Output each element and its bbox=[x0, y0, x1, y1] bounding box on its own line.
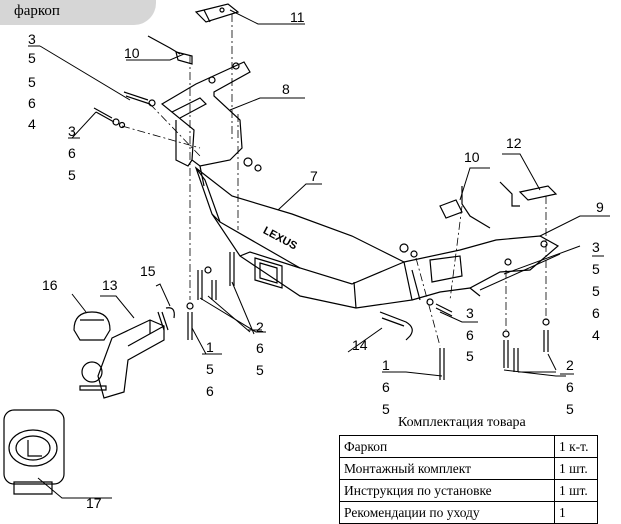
callout-10-right: 10 bbox=[464, 149, 480, 165]
callout-5: 5 bbox=[28, 50, 36, 66]
right-bolt bbox=[399, 243, 453, 317]
callout-7: 7 bbox=[310, 168, 318, 184]
callout-6: 6 bbox=[382, 379, 390, 395]
callout-8: 8 bbox=[282, 81, 290, 97]
kit-item-name: Инструкция по установке bbox=[339, 479, 555, 502]
callout-10-left: 10 bbox=[124, 45, 140, 61]
right-strap bbox=[439, 186, 491, 229]
callout-6: 6 bbox=[28, 95, 36, 111]
left-vertical-bolts bbox=[186, 252, 235, 340]
callout-3-left-upper: 3 bbox=[28, 31, 36, 47]
callout-5: 5 bbox=[256, 362, 264, 378]
callout-5: 5 bbox=[566, 401, 574, 417]
header-tab: фаркоп bbox=[0, 0, 156, 25]
kit-item-name: Фаркоп bbox=[339, 435, 555, 458]
callout-3-center: 3 bbox=[466, 305, 474, 321]
callout-11: 11 bbox=[290, 9, 305, 25]
callout-5: 5 bbox=[68, 167, 76, 183]
callout-1-left: 1 bbox=[206, 339, 214, 355]
kit-item-qty: 1 шт. bbox=[554, 457, 598, 480]
callout-3-right: 3 bbox=[592, 239, 600, 255]
callout-6: 6 bbox=[466, 327, 474, 343]
kit-item-qty: 1 bbox=[554, 501, 598, 524]
kit-item-qty: 1 шт. bbox=[554, 479, 598, 502]
callout-4: 4 bbox=[28, 116, 36, 132]
callout-6: 6 bbox=[256, 340, 264, 356]
mount-pin-clip bbox=[157, 307, 175, 331]
table-row: Инструкция по установке 1 шт. bbox=[339, 479, 598, 502]
callout-underlines bbox=[28, 45, 604, 375]
left-top-plate bbox=[194, 3, 240, 23]
page-title: фаркоп bbox=[14, 3, 60, 19]
callout-5: 5 bbox=[382, 401, 390, 417]
callout-17: 17 bbox=[86, 495, 102, 511]
table-row: Рекомендации по уходу 1 bbox=[339, 501, 598, 524]
right-bracket bbox=[403, 235, 560, 301]
callout-5: 5 bbox=[466, 348, 474, 364]
callout-6: 6 bbox=[592, 305, 600, 321]
left-nut bbox=[243, 157, 253, 167]
ball-mount bbox=[97, 319, 165, 399]
callout-4: 4 bbox=[592, 327, 600, 343]
kit-caption: Комплектация товара bbox=[398, 415, 526, 430]
assembly-axes bbox=[121, 14, 547, 347]
callout-6: 6 bbox=[566, 379, 574, 395]
callout-6: 6 bbox=[206, 383, 214, 399]
callout-2-right: 2 bbox=[566, 357, 574, 373]
callout-2-left: 2 bbox=[256, 319, 264, 335]
table-row: Фаркоп 1 к-т. bbox=[339, 435, 598, 458]
callout-6: 6 bbox=[68, 145, 76, 161]
callout-3-left-lower: 3 bbox=[68, 123, 76, 139]
callout-15: 15 bbox=[140, 263, 156, 279]
kit-item-qty: 1 к-т. bbox=[554, 435, 598, 458]
kit-item-name: Рекомендации по уходу bbox=[339, 501, 555, 524]
callout-16: 16 bbox=[42, 277, 58, 293]
callout-14: 14 bbox=[352, 337, 368, 353]
kit-table: Фаркоп 1 к-т. Монтажный комплект 1 шт. И… bbox=[339, 435, 598, 524]
table-row: Монтажный комплект 1 шт. bbox=[339, 457, 598, 480]
callout-1-right: 1 bbox=[382, 357, 390, 373]
callout-13: 13 bbox=[102, 277, 118, 293]
callout-5: 5 bbox=[592, 283, 600, 299]
crossbar-beam bbox=[194, 166, 413, 309]
kit-item-name: Монтажный комплект bbox=[339, 457, 555, 480]
callout-9: 9 bbox=[596, 199, 604, 215]
ball-cap bbox=[73, 311, 111, 341]
callout-12: 12 bbox=[506, 135, 522, 151]
callout-5: 5 bbox=[592, 261, 600, 277]
callout-5: 5 bbox=[206, 361, 214, 377]
right-top-plate bbox=[499, 181, 558, 207]
callout-5: 5 bbox=[28, 74, 36, 90]
left-bolt-lower bbox=[93, 107, 126, 129]
socket-cover bbox=[3, 409, 65, 495]
left-washer bbox=[254, 164, 262, 172]
right-vertical-bolts bbox=[439, 318, 550, 380]
callouts: 3 5 5 6 4 3 6 5 10 11 8 7 10 12 9 3 5 5 … bbox=[28, 9, 604, 511]
hitch-pin bbox=[379, 311, 413, 341]
tow-ball bbox=[79, 361, 107, 391]
left-bracket bbox=[160, 61, 251, 187]
